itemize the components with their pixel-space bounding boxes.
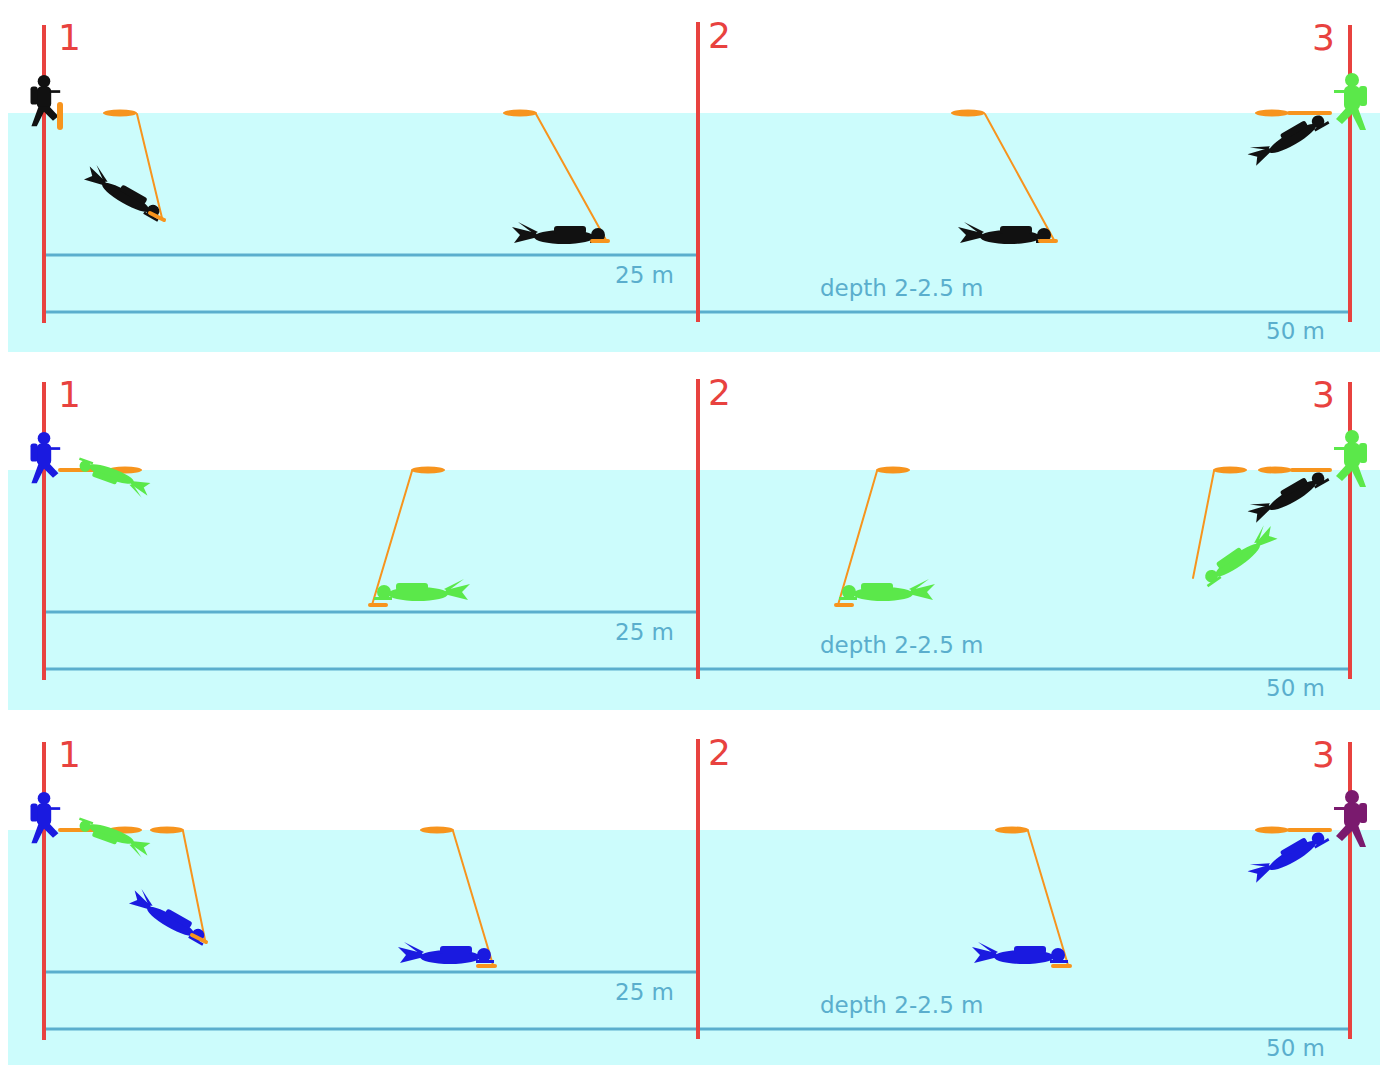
depth-label: depth 2-2.5 m <box>820 994 983 1017</box>
panel-1-divers <box>31 73 1368 244</box>
water <box>8 470 1380 710</box>
poles-lines <box>44 22 1350 323</box>
poles-lines <box>44 379 1350 680</box>
pole-number: 2 <box>708 18 731 54</box>
pole-number: 2 <box>708 735 731 771</box>
distance-label: 25 m <box>615 264 674 287</box>
pole-number: 3 <box>1312 377 1335 413</box>
distance-label: 25 m <box>615 981 674 1004</box>
panel-3-divers <box>31 790 1368 966</box>
pole-number: 1 <box>58 377 81 413</box>
poles-lines <box>44 739 1350 1040</box>
pole-number: 1 <box>58 737 81 773</box>
distance-label: 50 m <box>1266 1037 1325 1060</box>
panel-2-divers <box>31 430 1368 605</box>
distance-label: 50 m <box>1266 320 1325 343</box>
water <box>8 113 1380 352</box>
depth-label: depth 2-2.5 m <box>820 277 983 300</box>
pole-number: 2 <box>708 375 731 411</box>
pole-number: 3 <box>1312 20 1335 56</box>
pole-number: 1 <box>58 20 81 56</box>
distance-label: 50 m <box>1266 677 1325 700</box>
depth-label: depth 2-2.5 m <box>820 634 983 657</box>
pole-number: 3 <box>1312 737 1335 773</box>
distance-label: 25 m <box>615 621 674 644</box>
